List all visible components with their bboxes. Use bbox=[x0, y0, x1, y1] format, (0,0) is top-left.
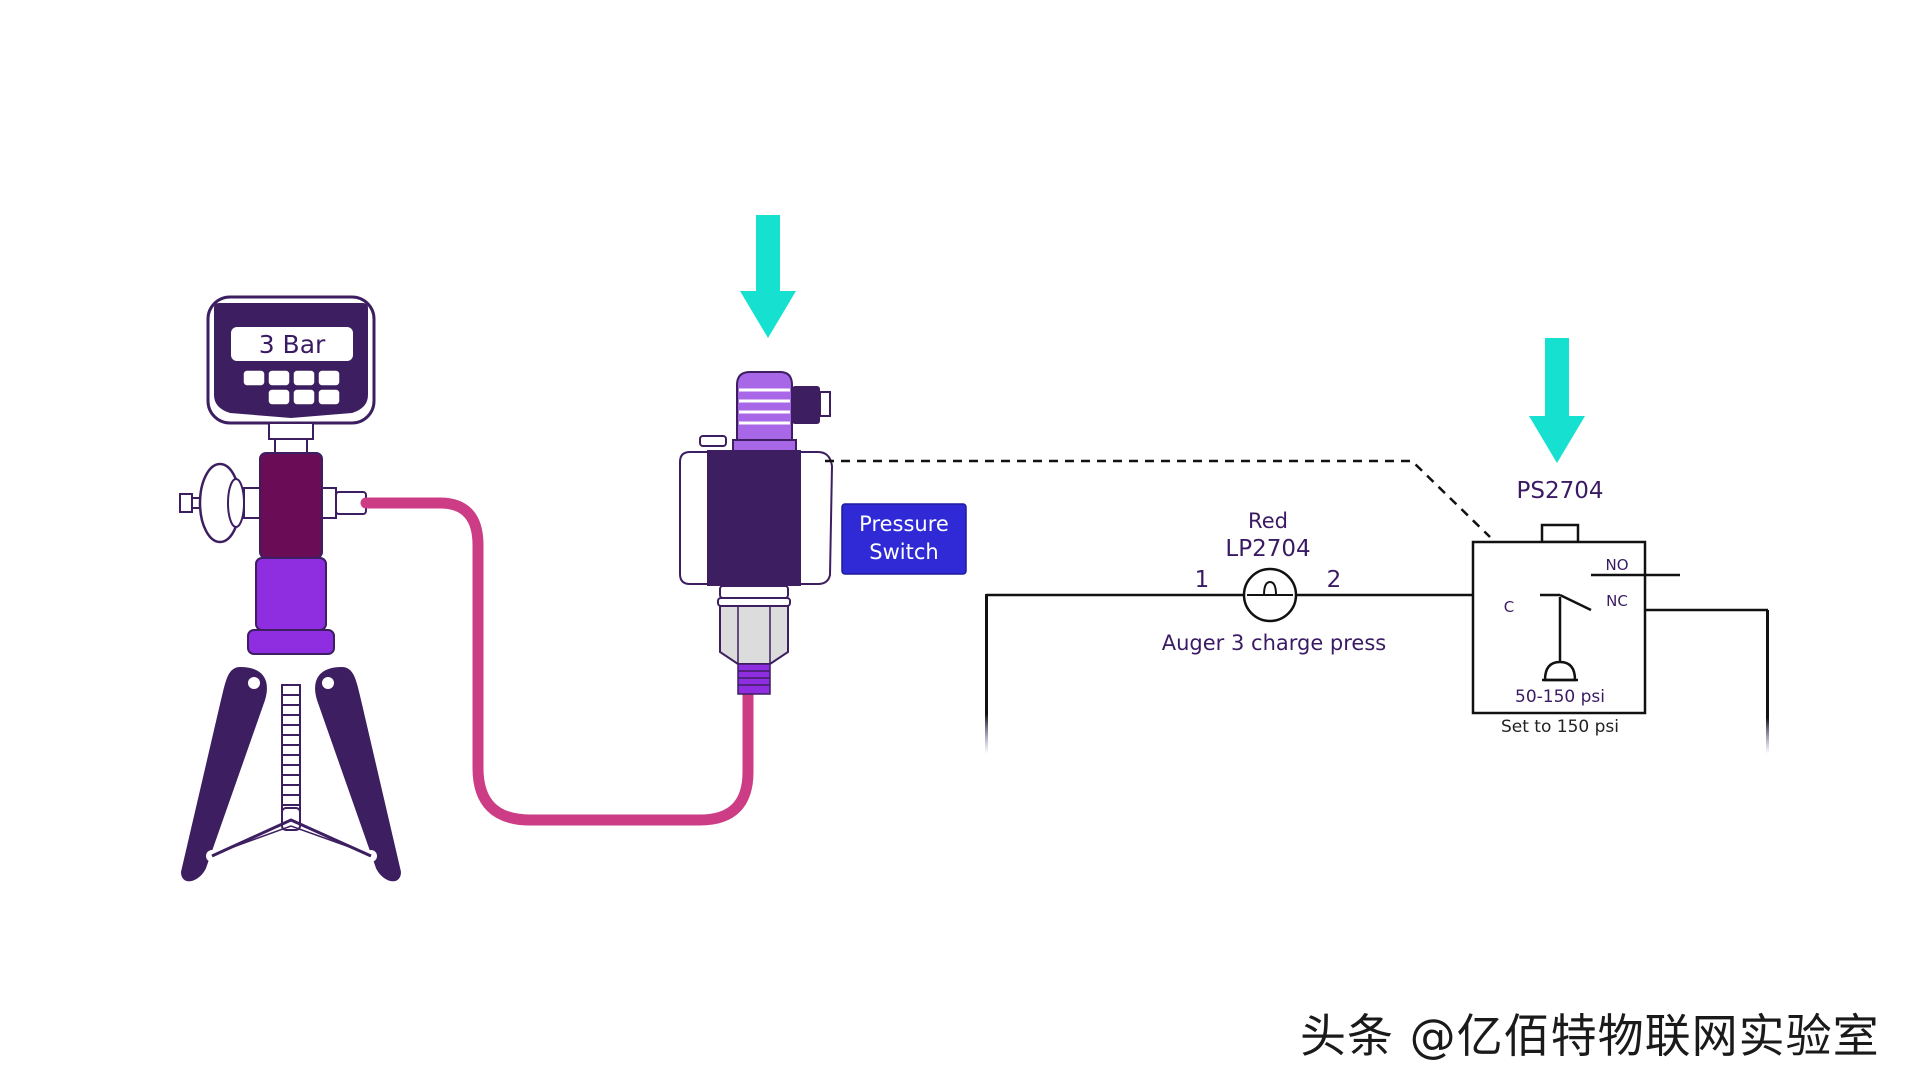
contact-nc-label: NC bbox=[1606, 592, 1628, 610]
lamp-pin-2: 2 bbox=[1327, 567, 1342, 593]
gauge-keypad bbox=[242, 369, 341, 406]
arrow-down-icon bbox=[740, 215, 796, 338]
lamp-color: Red bbox=[1248, 509, 1288, 533]
lamp-description: Auger 3 charge press bbox=[1162, 631, 1387, 655]
gauge-display bbox=[231, 327, 353, 361]
pump-manifold bbox=[259, 452, 323, 559]
circuit-wiring bbox=[985, 593, 1769, 754]
pressure-switch-tag-line1: Pressure bbox=[859, 512, 949, 536]
lamp-pin-1: 1 bbox=[1195, 567, 1210, 593]
pressure-hose bbox=[360, 497, 754, 826]
indicator-lamp: Red LP2704 1 2 Auger 3 charge press bbox=[1162, 509, 1387, 655]
pressure-switch-id: PS2704 bbox=[1516, 478, 1603, 504]
pump-handle-right bbox=[315, 666, 402, 882]
pump-handle-left bbox=[180, 666, 267, 882]
pressure-range: 50-150 psi bbox=[1515, 687, 1605, 707]
contact-no-label: NO bbox=[1605, 556, 1628, 574]
gauge-reading: 3 Bar bbox=[259, 330, 326, 359]
pump-outlet-fitting bbox=[321, 487, 367, 519]
pump-cylinder bbox=[255, 557, 327, 631]
contact-c-label: C bbox=[1504, 598, 1514, 616]
pressure-switch-tag: Pressure Switch bbox=[841, 503, 967, 575]
mechanical-link-dashed bbox=[825, 459, 1491, 538]
lamp-id: LP2704 bbox=[1225, 536, 1310, 562]
pressure-switch-device bbox=[679, 371, 834, 695]
watermark: 头条 @亿佰特物联网实验室 bbox=[1300, 1009, 1880, 1063]
pump-adjust-knob bbox=[179, 462, 261, 544]
pressure-switch-symbol: PS2704 NO NC C 50-150 psi Set to 150 psi bbox=[1471, 478, 1680, 737]
pressure-switch-tag-line2: Switch bbox=[869, 540, 938, 564]
hand-pump: 3 Bar bbox=[179, 295, 402, 882]
pressure-setpoint: Set to 150 psi bbox=[1501, 717, 1619, 737]
arrow-down-icon bbox=[1529, 338, 1585, 463]
